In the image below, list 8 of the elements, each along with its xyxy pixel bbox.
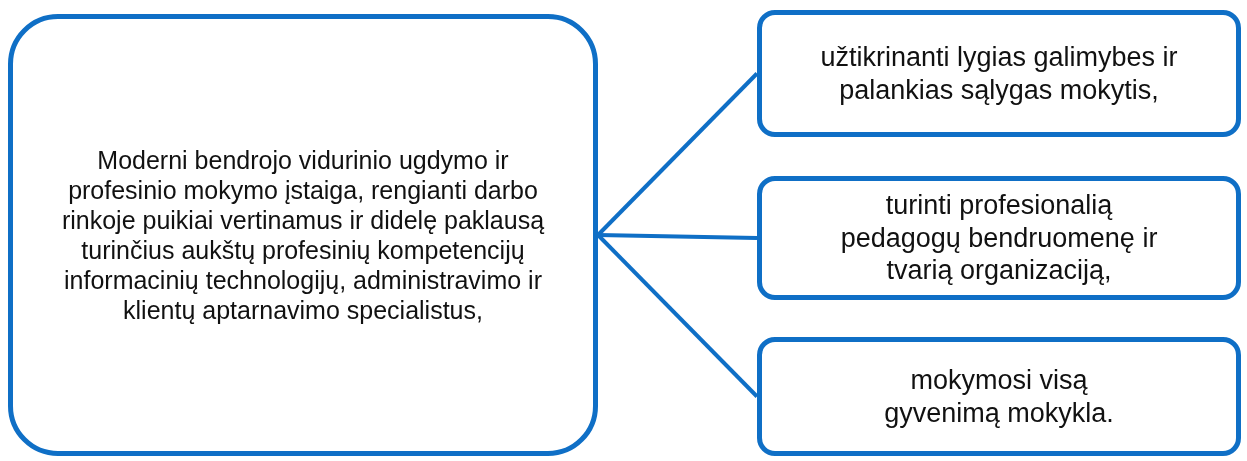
box-text: Moderni bendrojo vidurinio ugdymo ir profesinio mokymo įstaiga, rengianti darbo rinkoje puikiai vertinamus ir didelę paklausą turinčius aukštų profesinių kompetencijų informacinių technologijų, administravimo ir klientų aptarnavimo specialistus, [60, 145, 546, 325]
box-text: turinti profesionalią pedagogų bendruomenę ir tvarią organizaciją, [839, 189, 1159, 287]
box-text: užtikrinanti lygias galimybes ir palankias sąlygas mokytis, [819, 41, 1179, 106]
rounded-box [8, 14, 598, 456]
box-text: mokymosi visą gyvenimą mokykla. [883, 364, 1115, 429]
rounded-box [757, 176, 1241, 300]
rounded-box [757, 337, 1241, 456]
rounded-box [757, 10, 1241, 137]
